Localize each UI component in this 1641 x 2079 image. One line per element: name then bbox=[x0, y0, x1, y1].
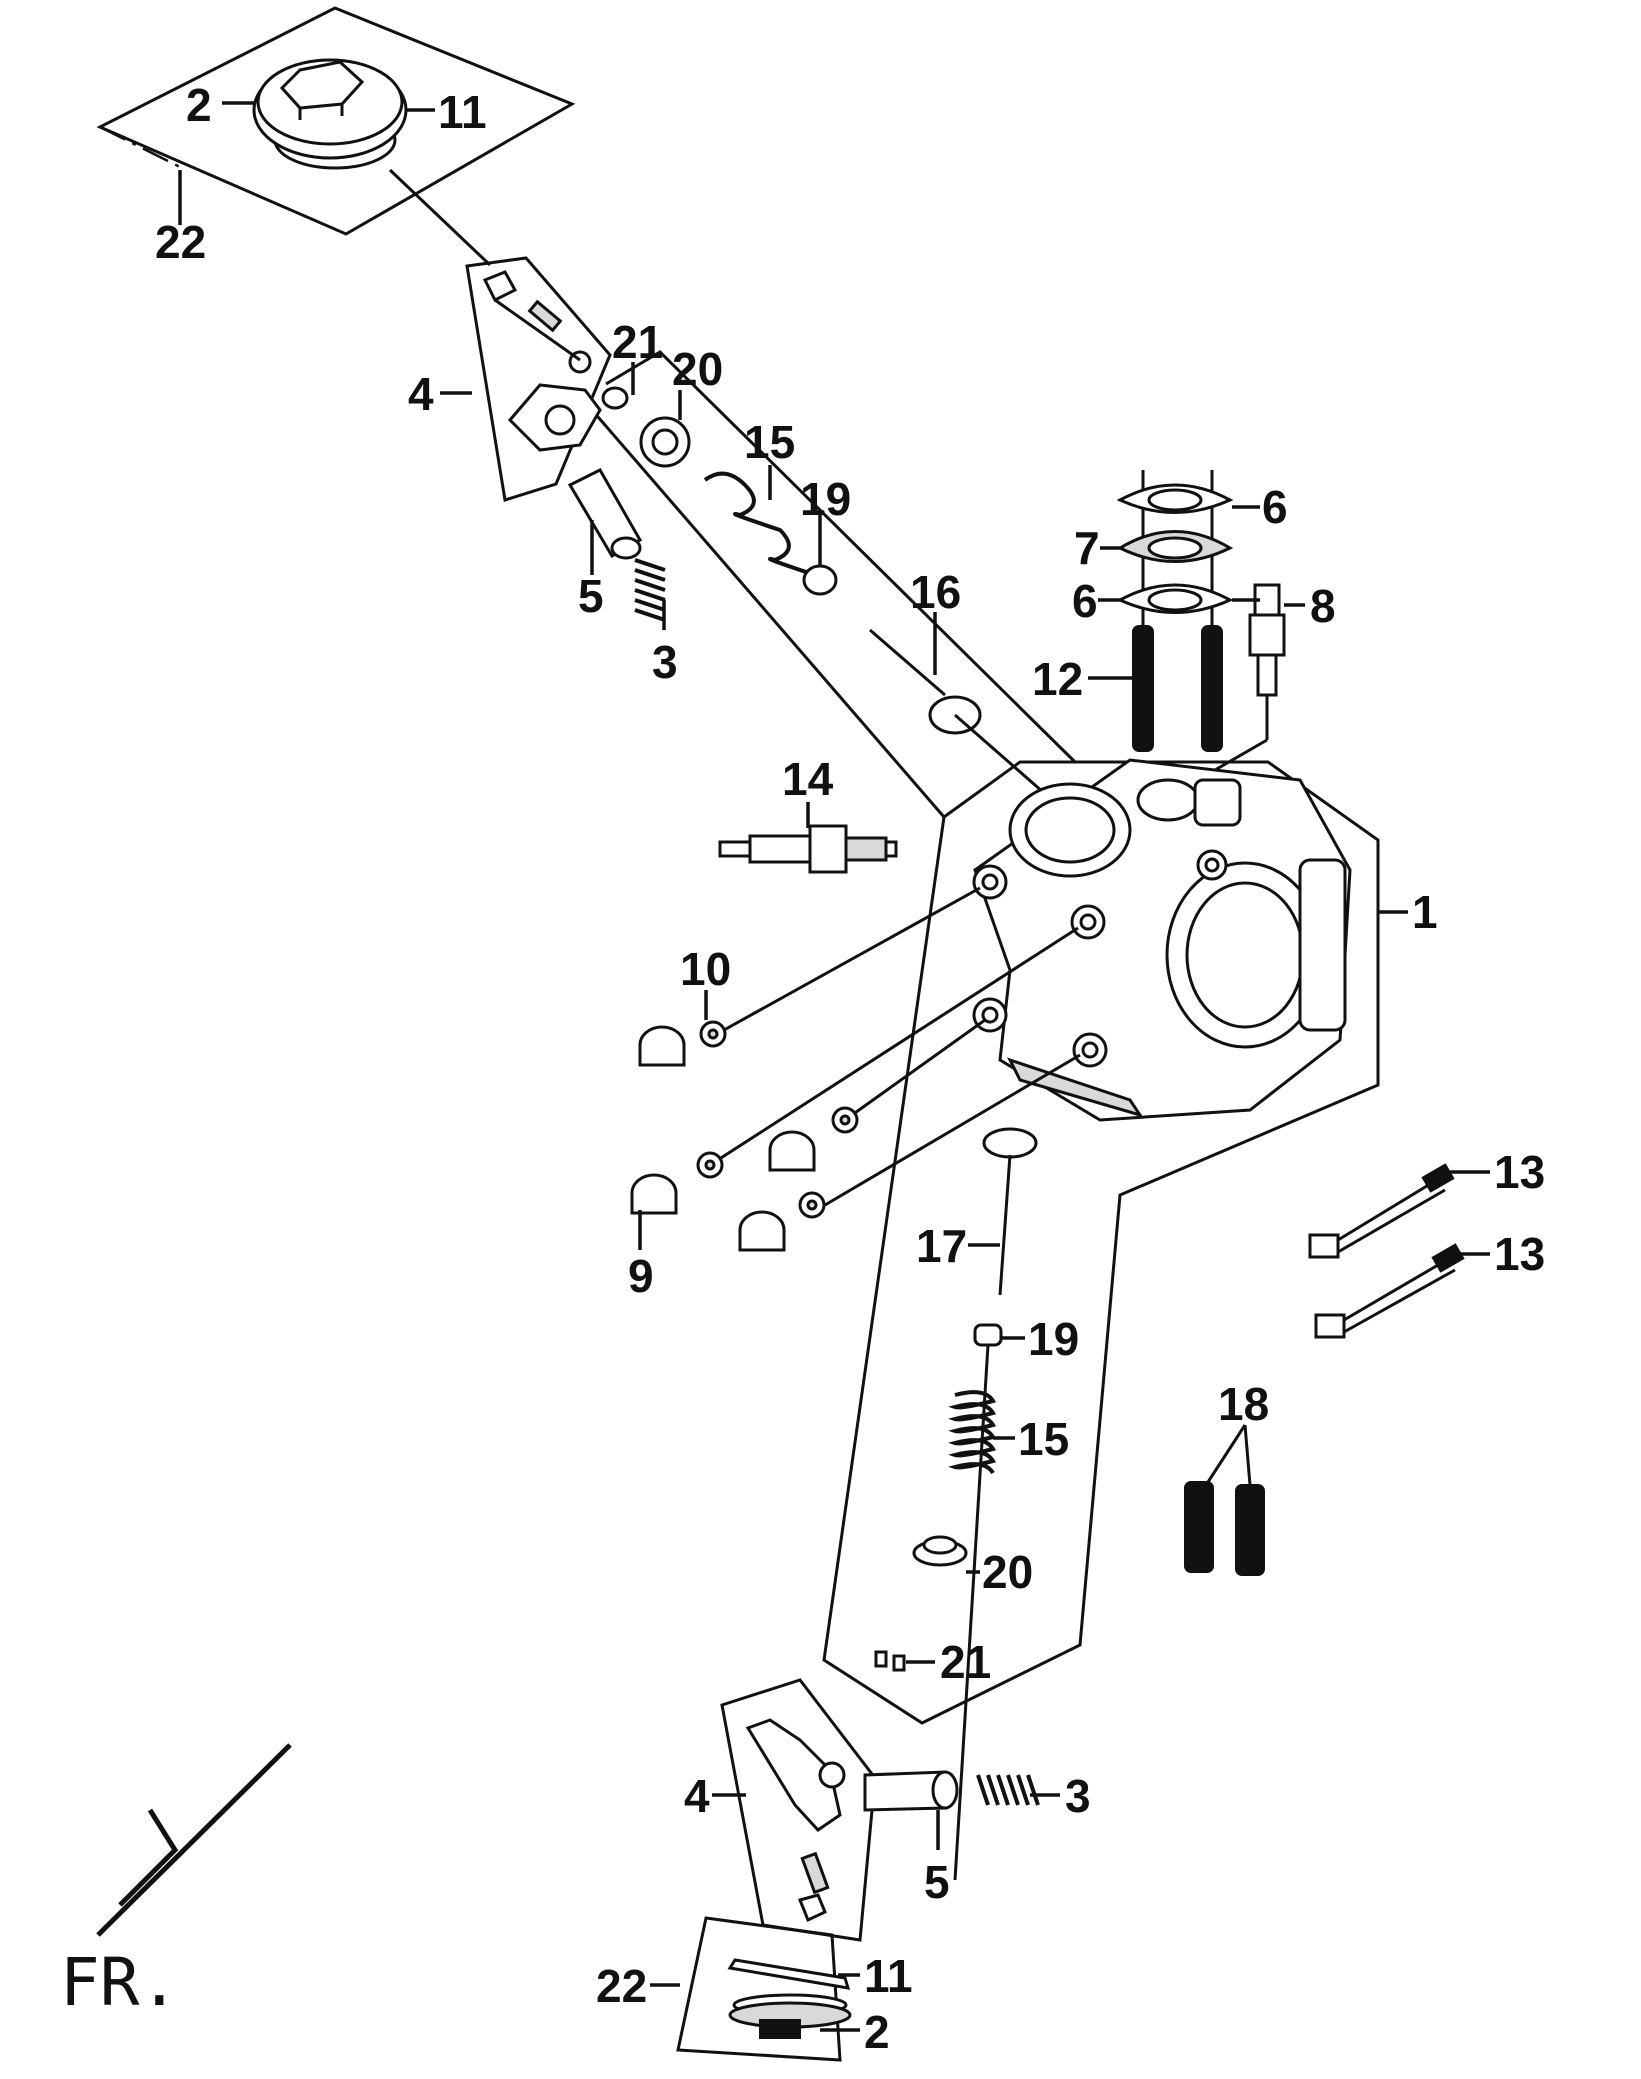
front-label: FR. bbox=[60, 1944, 179, 2021]
assembly-outlines bbox=[96, 6, 1380, 2062]
callout-22: 22 bbox=[155, 216, 206, 268]
front-direction-arrow bbox=[96, 1743, 292, 1937]
callout-7: 7 bbox=[1074, 522, 1100, 574]
gasket-stack bbox=[1116, 470, 1234, 752]
callout-1: 1 bbox=[1412, 886, 1438, 938]
dowel-pins bbox=[1184, 1424, 1265, 1576]
rocker-arm-top bbox=[482, 270, 602, 452]
callout-22: 22 bbox=[596, 1960, 647, 2012]
leader-lines bbox=[178, 101, 1490, 2032]
callout-21: 21 bbox=[940, 1636, 991, 1688]
rocker-arm-bottom bbox=[745, 1718, 1040, 1923]
callout-20: 20 bbox=[672, 343, 723, 395]
callout-8: 8 bbox=[1310, 580, 1336, 632]
callout-2: 2 bbox=[186, 79, 212, 131]
callout-16: 16 bbox=[910, 566, 961, 618]
callout-4: 4 bbox=[408, 368, 434, 420]
cap-nuts-washers bbox=[630, 886, 1081, 1252]
callout-20: 20 bbox=[982, 1546, 1033, 1598]
callout-10: 10 bbox=[680, 943, 731, 995]
cap-plane-lines bbox=[99, 6, 573, 169]
callout-3: 3 bbox=[1065, 1770, 1091, 1822]
temperature-sensor bbox=[1214, 583, 1286, 772]
callout-9: 9 bbox=[628, 1250, 654, 1302]
callout-13: 13 bbox=[1494, 1146, 1545, 1198]
head-bolts bbox=[1308, 1163, 1465, 1339]
callout-13: 13 bbox=[1494, 1228, 1545, 1280]
cylinder-head bbox=[972, 758, 1352, 1122]
callout-5: 5 bbox=[924, 1856, 950, 1908]
oil-filler-cap-top bbox=[252, 58, 492, 267]
valve-parts-bottom bbox=[874, 1127, 1038, 1881]
callout-5: 5 bbox=[578, 570, 604, 622]
callout-3: 3 bbox=[652, 636, 678, 688]
callout-4: 4 bbox=[684, 1770, 710, 1822]
valve-parts-top bbox=[567, 386, 838, 622]
callout-19: 19 bbox=[1028, 1313, 1079, 1365]
callout-15: 15 bbox=[1018, 1413, 1069, 1465]
callout-11: 11 bbox=[864, 1950, 913, 2002]
callout-6: 6 bbox=[1072, 575, 1098, 627]
oil-filler-cap-bottom bbox=[727, 1958, 852, 2039]
callout-6: 6 bbox=[1262, 481, 1288, 533]
callout-labels: 2 11 22 4 21 20 15 19 5 3 16 6 7 6 8 12 … bbox=[60, 79, 1545, 2058]
callout-21: 21 bbox=[612, 316, 663, 368]
callout-12: 12 bbox=[1032, 653, 1083, 705]
spark-plug bbox=[718, 824, 898, 874]
callout-2: 2 bbox=[864, 2006, 890, 2058]
callout-14: 14 bbox=[782, 753, 834, 805]
callout-18: 18 bbox=[1218, 1378, 1269, 1430]
callout-11: 11 bbox=[438, 86, 487, 138]
callout-17: 17 bbox=[916, 1220, 967, 1272]
callout-19: 19 bbox=[800, 473, 851, 525]
callout-15: 15 bbox=[744, 416, 795, 468]
